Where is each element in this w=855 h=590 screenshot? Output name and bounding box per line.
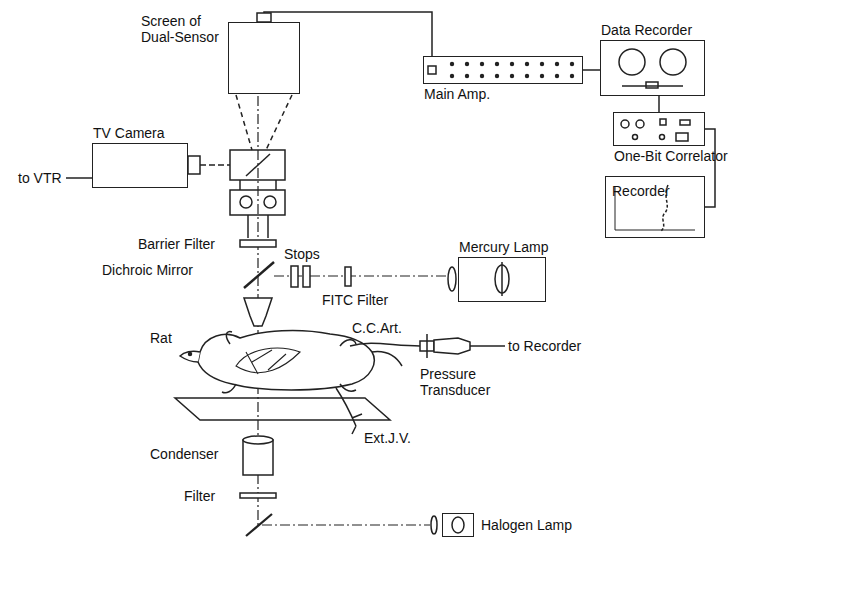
part-label: to VTR — [18, 170, 62, 186]
eyepiece — [240, 196, 252, 208]
instrument-box: Recorder — [605, 176, 705, 238]
signal-wire — [705, 129, 715, 207]
part-label: Dichroic Mirror — [102, 262, 193, 278]
part-label: C.C.Art. — [352, 320, 402, 336]
instrument-label: One-Bit Correlator — [614, 148, 728, 164]
vtr-wire — [66, 177, 92, 179]
tape-reel — [619, 49, 645, 75]
part-label: Filter — [184, 488, 215, 504]
part-label: to Recorder — [508, 338, 581, 354]
instrument-label: Main Amp. — [424, 86, 490, 102]
stop — [303, 266, 310, 287]
instrument-box: Data Recorder — [600, 40, 705, 96]
tape-reel — [660, 49, 686, 75]
part-label: FITC Filter — [322, 292, 388, 308]
part-label: Rat — [150, 330, 172, 346]
microscope-stage — [175, 398, 390, 420]
part-label: Pressure Transducer — [420, 366, 510, 398]
barrier-filter — [240, 240, 276, 247]
light-cone — [236, 95, 292, 150]
part-label: Condenser — [150, 446, 219, 462]
condenser — [243, 440, 273, 475]
rat-tail — [372, 352, 402, 366]
lamp-lens — [448, 267, 456, 291]
camera-path — [200, 164, 230, 166]
part-label: Ext.J.V. — [364, 430, 411, 446]
instrument-box: Screen of Dual-Sensor — [228, 22, 300, 94]
instrument-label: TV Camera — [93, 125, 165, 141]
excitation-path — [274, 275, 448, 276]
instrument-label: Recorder — [612, 183, 670, 199]
instrument-box: One-Bit Correlator — [613, 112, 705, 146]
camera-lens — [188, 156, 200, 174]
artery-catheter — [350, 343, 420, 346]
vein-catheter — [336, 388, 362, 434]
instrument-label: Screen of Dual-Sensor — [141, 13, 219, 45]
amp-controls — [450, 62, 574, 78]
dichroic-mirror — [244, 262, 274, 288]
halogen-bulb — [452, 517, 464, 533]
instrument-label: Mercury Lamp — [459, 239, 548, 255]
part-label: Barrier Filter — [138, 236, 215, 252]
illumination-path — [262, 524, 430, 525]
rat-limbs — [222, 332, 356, 393]
sensor-connector — [257, 13, 271, 22]
instrument-box: Main Amp. — [423, 56, 583, 84]
amp-switch — [428, 66, 436, 74]
signal-wire — [264, 12, 432, 56]
part-label: Stops — [284, 246, 320, 262]
objective — [244, 298, 272, 326]
instrument-label: Data Recorder — [601, 22, 692, 38]
signal-wire — [583, 69, 600, 71]
instrument-box: TV Camera — [92, 143, 188, 188]
recorder-wire — [470, 345, 505, 347]
rat-head — [180, 351, 200, 362]
pressure-transducer — [434, 338, 470, 354]
lamp-lens — [431, 516, 437, 534]
stop — [291, 266, 298, 287]
eyepiece — [264, 196, 276, 208]
instrument-box: Halogen Lamp — [442, 513, 474, 537]
instrument-label: Halogen Lamp — [481, 517, 572, 533]
instrument-box: Mercury Lamp — [458, 257, 546, 302]
signal-wire — [658, 96, 660, 112]
open-thorax — [236, 348, 300, 374]
fitc-filter — [345, 267, 351, 286]
filter — [240, 493, 276, 498]
